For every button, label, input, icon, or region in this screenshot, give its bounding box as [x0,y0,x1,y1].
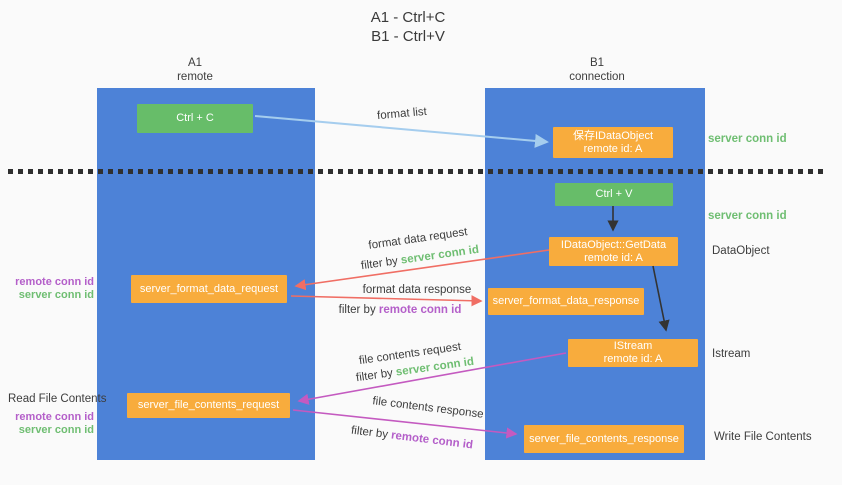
filter-by-text: filter by [360,255,399,273]
label-write-file-contents: Write File Contents [714,431,812,443]
node-server-format-data-request: server_format_data_request [131,275,287,303]
node-istream-line2: remote id: A [603,353,663,365]
title-line-1: A1 - Ctrl+C [370,9,446,26]
node-getdata-line2: remote id: A [584,251,643,264]
label-read-file-contents: Read File Contents [8,393,107,405]
edge-label-format-list: format list [376,105,428,123]
label-remote-conn-id-bottom: remote conn id [15,411,94,423]
lane-b1-subtitle: connection [569,71,625,83]
title-line-2: B1 - Ctrl+V [371,28,445,45]
label-server-conn-id-top: server conn id [708,133,787,145]
lane-b1-title: B1 [589,57,605,69]
node-ctrl-c-label: Ctrl + C [176,112,214,124]
diagram-title: A1 - Ctrl+C B1 - Ctrl+V [0,8,816,46]
filter-remote-conn-id-text: remote conn id [378,304,462,316]
lane-a1-subtitle: remote [177,71,213,83]
label-server-conn-id-left-bottom: server conn id [18,424,94,436]
label-server-conn-id-mid: server conn id [708,210,787,222]
node-istream: IStream remote id: A [568,339,698,367]
node-idataobject-getdata: IDataObject::GetData remote id: A [549,237,678,266]
lane-a1-title: A1 [187,57,203,69]
filter-remote-conn-id-text: remote conn id [390,429,474,452]
node-server-format-data-response: server_format_data_response [488,288,644,315]
node-ctrl-c: Ctrl + C [137,104,253,133]
label-conn-ids-bottom: remote conn id server conn id [0,411,94,437]
node-file-response-label: server_file_contents_response [529,432,679,445]
node-format-response-label: server_format_data_response [492,295,640,307]
filter-by-text: filter by [350,424,389,441]
label-istream: Istream [712,348,751,360]
filter-by-text: filter by [338,304,376,316]
node-format-request-label: server_format_data_request [139,282,279,295]
arrow-format-data-response [290,295,483,307]
node-save-idataobject: 保存IDataObject remote id: A [553,127,673,158]
edge-label-file-contents-response: file contents response [371,395,485,421]
dotted-separator-line [8,169,826,174]
label-remote-conn-id-mid: remote conn id [15,276,94,288]
label-server-conn-id-left-mid: server conn id [18,289,94,301]
edge-label-format-data-response: format data response [362,284,472,296]
label-conn-ids-mid: remote conn id server conn id [0,276,94,302]
node-ctrl-v: Ctrl + V [555,183,673,206]
node-getdata-line1: IDataObject::GetData [560,238,667,251]
edge-label-filter-by-remote-2: filter by remote conn id [337,423,487,453]
node-ctrl-v-label: Ctrl + V [595,188,633,200]
node-save-idataobject-line1: 保存IDataObject [572,129,654,142]
lane-header-b1: B1 connection [537,56,657,84]
filter-by-text: filter by [355,367,394,385]
filter-server-conn-id-text: server conn id [400,243,480,267]
label-dataobject: DataObject [712,245,770,257]
node-file-request-label: server_file_contents_request [137,399,280,411]
edge-label-filter-by-remote-1: filter by remote conn id [330,304,470,316]
node-istream-line1: IStream [613,340,653,352]
node-server-file-contents-response: server_file_contents_response [524,425,684,453]
node-save-idataobject-line2: remote id: A [583,142,643,155]
lane-header-a1: A1 remote [135,56,255,84]
node-server-file-contents-request: server_file_contents_request [127,393,290,418]
